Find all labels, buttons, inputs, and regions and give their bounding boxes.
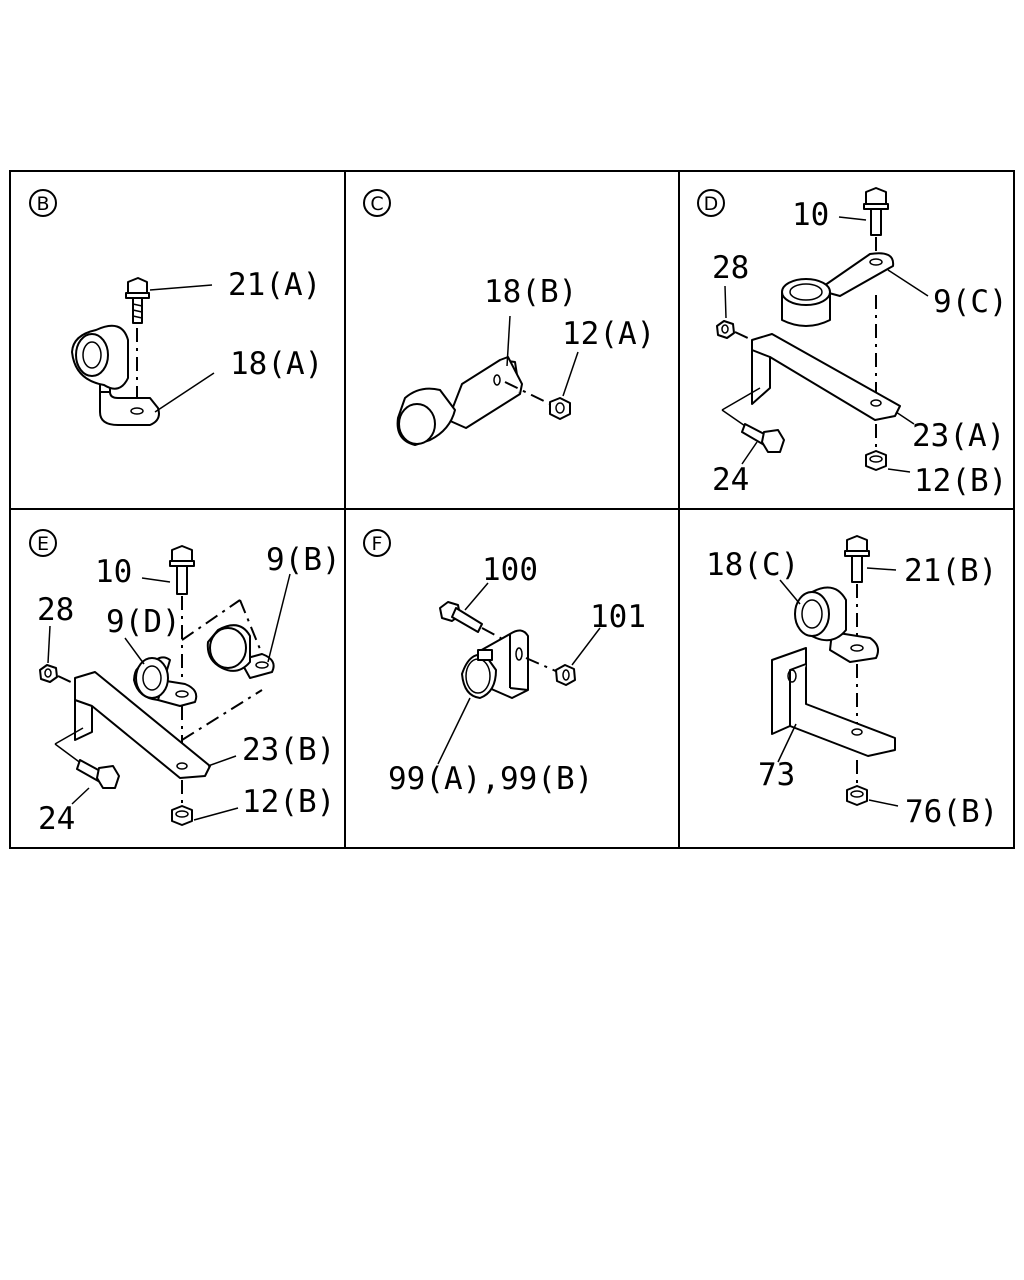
callout-label: 100 — [482, 552, 538, 588]
flange-nut-icon — [846, 785, 868, 806]
callout-label: 28 — [37, 592, 74, 628]
flange-nut-icon — [716, 320, 735, 339]
callout-label: 23(A) — [912, 418, 1005, 454]
callout-label: 18(C) — [706, 547, 799, 583]
cushion-clip-icon — [133, 656, 198, 707]
callout-label: 24 — [712, 462, 749, 498]
cushion-clip-icon — [396, 356, 523, 446]
callout-label: 18(B) — [484, 274, 577, 310]
callout-label: 10 — [792, 197, 829, 233]
flange-bolt-icon — [863, 187, 889, 236]
callout-label: 24 — [38, 801, 75, 837]
panel-id-text: F — [372, 533, 383, 555]
callout-label: 18(A) — [230, 346, 323, 382]
flange-nut-icon — [39, 664, 58, 683]
callout-label: 21(A) — [228, 267, 321, 303]
panel-b: B 21(A) 18(A) — [29, 189, 323, 426]
cushion-clip-icon — [781, 252, 895, 327]
callout-label: 23(B) — [242, 732, 335, 768]
flange-nut-icon — [865, 450, 887, 471]
callout-label: 9(D) — [106, 604, 181, 640]
cushion-clip-icon — [794, 586, 879, 663]
flange-bolt-icon — [439, 601, 483, 633]
bracket-icon — [74, 671, 211, 779]
flange-bolt-icon — [76, 759, 120, 789]
callout-label: 9(B) — [266, 542, 341, 578]
cushion-clip-icon — [206, 624, 275, 679]
flange-bolt-icon — [125, 277, 150, 324]
callout-label: 12(B) — [242, 784, 335, 820]
flange-nut-icon — [555, 664, 576, 686]
flange-nut-icon — [171, 805, 193, 826]
cushion-clip-icon — [71, 324, 160, 426]
panel-id-badge: D — [697, 189, 725, 217]
flange-bolt-icon — [169, 545, 195, 595]
panel-d: D — [697, 187, 1008, 499]
panel-c: C 18(B) 12(A) — [363, 189, 655, 446]
panel-id-badge: E — [29, 529, 57, 557]
callout-label: 76(B) — [905, 794, 998, 830]
callout-label: 73 — [758, 757, 795, 793]
panel-id-text: B — [36, 193, 49, 215]
panel-id-text: D — [704, 193, 719, 215]
panel-id-badge: C — [363, 189, 391, 217]
bracket-icon — [771, 647, 896, 757]
callout-label: 12(B) — [914, 463, 1007, 499]
clamp-icon — [461, 629, 529, 699]
panel-f: F 100 101 99(A),99(B) — [363, 529, 646, 797]
callout-label: 101 — [590, 599, 646, 635]
callout-label: 21(B) — [904, 553, 997, 589]
callout-label: 28 — [712, 250, 749, 286]
panel-id-text: C — [370, 193, 383, 215]
panel-id-badge: F — [363, 529, 391, 557]
callout-label: 12(A) — [562, 316, 655, 352]
panel-id-badge: B — [29, 189, 57, 217]
panel-e: E — [29, 529, 341, 837]
callout-label: 99(A),99(B) — [388, 761, 593, 797]
flange-nut-icon — [549, 397, 571, 420]
panel-id-text: E — [37, 533, 49, 555]
callout-label: 10 — [95, 554, 132, 590]
panel-g: 18(C) 21(B) 73 76(B) — [706, 535, 998, 830]
bracket-icon — [751, 333, 901, 421]
flange-bolt-icon — [741, 423, 785, 453]
panel-grid — [9, 170, 1015, 849]
callout-label: 9(C) — [933, 284, 1008, 320]
flange-bolt-icon — [844, 535, 870, 583]
